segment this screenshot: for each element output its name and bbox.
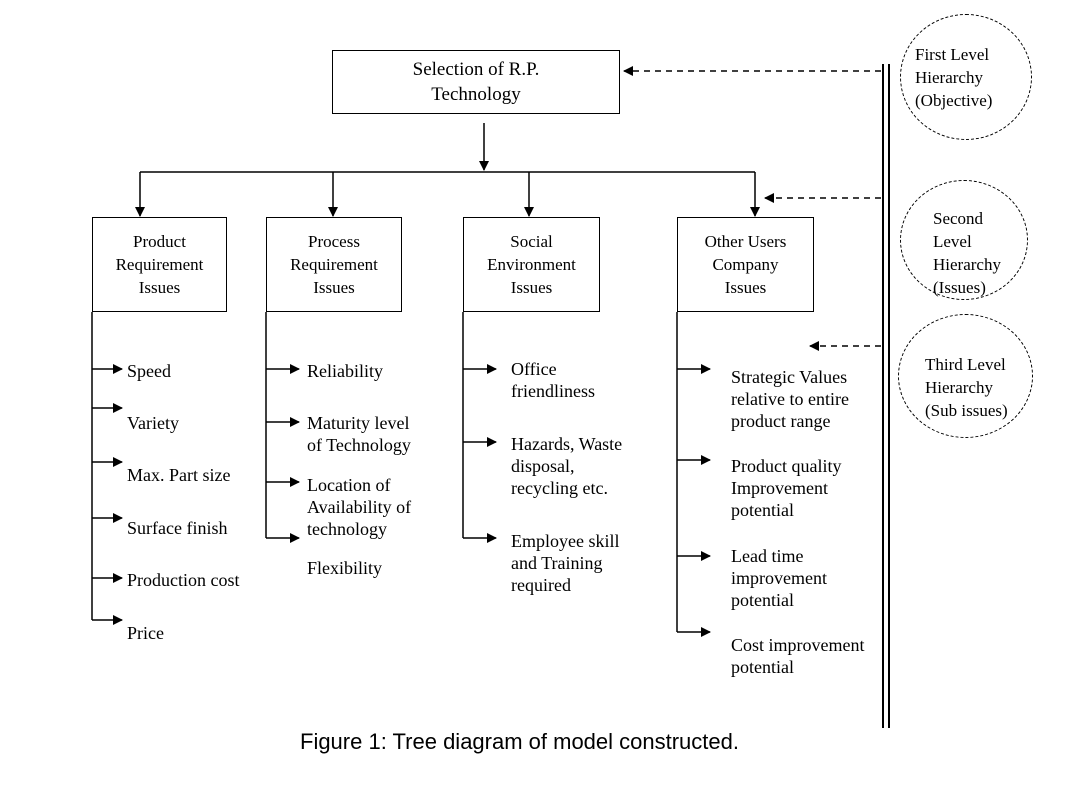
legend-first-level: First Level Hierarchy (Objective) [900, 14, 1032, 140]
figure-caption: Figure 1: Tree diagram of model construc… [300, 729, 739, 754]
leaf-maturity-level: Maturity level of Technology [307, 413, 411, 455]
leaf-variety: Variety [127, 413, 179, 433]
leaf-reliability: Reliability [307, 361, 383, 381]
legend-third-level: Third Level Hierarchy (Sub issues) [898, 314, 1033, 438]
group-box-process: Process Requirement Issues [266, 217, 402, 312]
root-objective-box: Selection of R.P. Technology [332, 50, 620, 114]
leaf-cost-improvement: Cost improvement potential [731, 635, 865, 677]
group-box-product: Product Requirement Issues [92, 217, 227, 312]
leaf-hazards-waste: Hazards, Waste disposal, recycling etc. [511, 434, 623, 498]
group-box-social: Social Environment Issues [463, 217, 600, 312]
leaf-max-part-size: Max. Part size [127, 465, 231, 485]
leaf-strategic-values: Strategic Values relative to entire prod… [731, 367, 849, 431]
leaf-product-quality: Product quality Improvement potential [731, 456, 842, 520]
leaf-location-availability: Location of Availability of technology [307, 475, 412, 539]
legend-second-level: Second Level Hierarchy (Issues) [900, 180, 1028, 300]
group-box-other-users: Other Users Company Issues [677, 217, 814, 312]
leaf-lead-time: Lead time improvement potential [731, 546, 827, 610]
leaf-speed: Speed [127, 361, 171, 381]
leaf-flexibility: Flexibility [307, 558, 383, 578]
leaf-office-friendliness: Office friendliness [511, 359, 595, 401]
leaf-price: Price [127, 623, 164, 643]
leaf-employee-skill: Employee skill and Training required [511, 531, 620, 595]
leaf-production-cost: Production cost [127, 570, 240, 590]
leaf-surface-finish: Surface finish [127, 518, 228, 538]
